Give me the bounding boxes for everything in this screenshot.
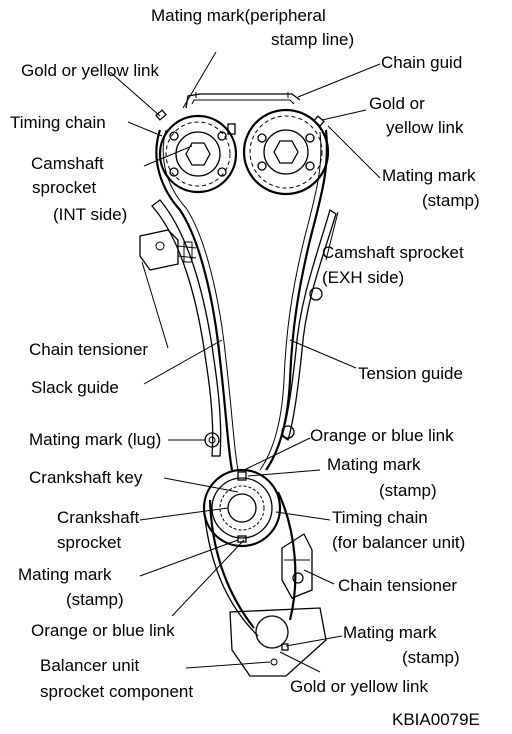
label-mating-mark-stamp-mid-1: Mating mark [327, 455, 421, 474]
label-crankshaft-key: Crankshaft key [29, 468, 143, 487]
label-mating-mark-peripheral-2: stamp line) [271, 30, 355, 49]
chain-tensioner-lower [281, 533, 313, 599]
label-timing-chain: Timing chain [10, 113, 106, 132]
tension-guide [281, 208, 337, 442]
camshaft-sprocket-int [158, 114, 238, 194]
label-timing-chain-balancer-1: Timing chain [332, 508, 428, 527]
label-gold-yellow-link-bottom: Gold or yellow link [290, 677, 428, 696]
label-chain-tensioner: Chain tensioner [29, 340, 149, 359]
camshaft-sprocket-exh [242, 108, 330, 196]
gold-links-top [155, 109, 325, 127]
label-camshaft-exh-2: (EXH side) [322, 268, 405, 287]
label-timing-chain-balancer-2: (for balancer unit) [332, 533, 466, 552]
label-mating-mark-stamp-right-2: (stamp) [422, 191, 480, 210]
label-balancer-unit-2: sprocket component [40, 682, 194, 701]
label-crankshaft-sprocket-1: Crankshaft [57, 508, 140, 527]
label-camshaft-int-3: (INT side) [53, 205, 128, 224]
chain-guide-top [185, 92, 301, 109]
balancer-unit-sprocket [229, 607, 327, 677]
label-orange-blue-link-left: Orange or blue link [31, 621, 175, 640]
chain-tensioner-upper [139, 229, 197, 271]
label-mating-mark-stamp-left-1: Mating mark [18, 565, 112, 584]
label-chain-guide: Chain guid [381, 53, 463, 72]
label-gold-or: Gold or [369, 94, 425, 113]
label-mating-mark-lug: Mating mark (lug) [29, 430, 162, 449]
label-slack-guide: Slack guide [31, 378, 119, 397]
label-yellow-link: yellow link [386, 118, 464, 137]
label-camshaft-exh-1: Camshaft sprocket [322, 243, 464, 262]
figure-code: KBIA0079E [392, 710, 480, 729]
label-mating-mark-stamp-low-1: Mating mark [343, 623, 437, 642]
leader-lines [109, 51, 381, 673]
label-mating-mark-stamp-mid-2: (stamp) [379, 481, 437, 500]
timing-chain-loop [155, 129, 328, 471]
label-gold-yellow-link-top-left: Gold or yellow link [21, 61, 159, 80]
label-crankshaft-sprocket-2: sprocket [57, 533, 122, 552]
label-tension-guide: Tension guide [358, 364, 463, 383]
label-orange-blue-link-right: Orange or blue link [310, 426, 454, 445]
label-mating-mark-stamp-right-1: Mating mark [382, 166, 476, 185]
balancer-chain [203, 491, 297, 637]
label-mating-mark-stamp-left-2: (stamp) [66, 590, 124, 609]
label-camshaft-int-2: sprocket [32, 178, 97, 197]
label-mating-mark-peripheral: Mating mark(peripheral [151, 6, 326, 25]
label-mating-mark-stamp-low-2: (stamp) [402, 648, 460, 667]
label-camshaft-int-1: Camshaft [31, 154, 104, 173]
label-chain-tensioner-lower: Chain tensioner [338, 576, 458, 595]
label-balancer-unit-1: Balancer unit [40, 656, 140, 675]
crankshaft-sprocket [202, 468, 282, 548]
